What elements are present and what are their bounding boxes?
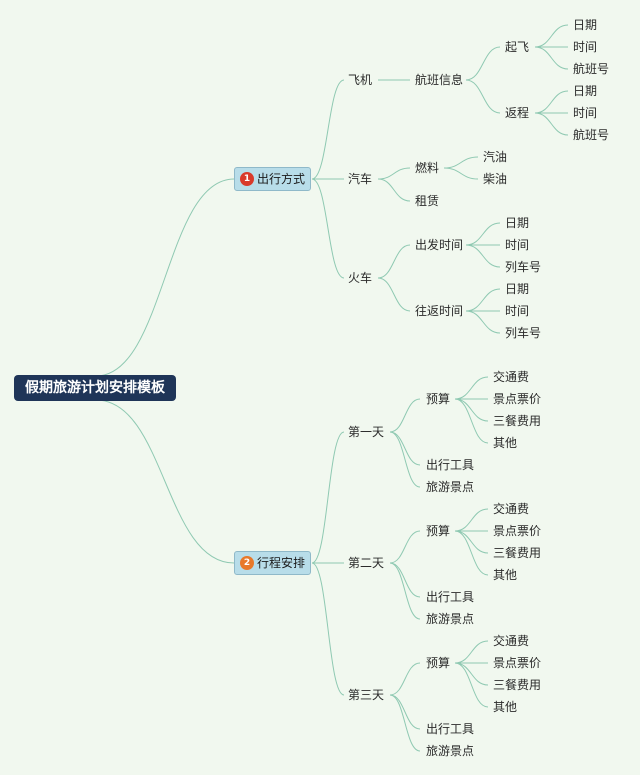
node-level3[interactable]: 航班信息 — [415, 73, 464, 87]
root-label: 假期旅游计划安排模板 — [25, 380, 165, 396]
connector-line — [95, 399, 235, 564]
connector-line — [465, 222, 501, 246]
connector-line — [377, 277, 411, 312]
node-level3[interactable]: 租赁 — [415, 194, 440, 208]
connector-line — [389, 398, 421, 433]
node-leaf[interactable]: 三餐费用 — [493, 546, 542, 560]
connector-line — [454, 530, 489, 554]
connector-line — [389, 562, 421, 620]
connector-line — [389, 530, 421, 564]
node-level3[interactable]: 预算 — [426, 656, 451, 670]
connector-line — [534, 24, 569, 48]
node-leaf[interactable]: 航班号 — [573, 62, 610, 76]
connector-line — [377, 167, 411, 180]
connector-line — [389, 694, 421, 752]
connector-line — [534, 46, 569, 70]
node-level2[interactable]: 第一天 — [348, 425, 385, 439]
number-badge-icon: 2 — [240, 556, 254, 570]
node-level4[interactable]: 返程 — [505, 106, 530, 120]
connector-line — [454, 398, 489, 422]
node-level3[interactable]: 往返时间 — [415, 304, 464, 318]
node-leaf[interactable]: 汽油 — [483, 150, 508, 164]
connector-line — [454, 530, 489, 576]
node-leaf[interactable]: 列车号 — [505, 326, 542, 340]
node-level2[interactable]: 火车 — [348, 271, 373, 285]
node-level3[interactable]: 旅游景点 — [426, 480, 475, 494]
node-level3[interactable]: 旅游景点 — [426, 744, 475, 758]
connector-line — [534, 90, 569, 114]
connector-line — [454, 662, 489, 708]
connector-line — [95, 178, 235, 377]
node-leaf[interactable]: 时间 — [505, 304, 530, 318]
node-leaf[interactable]: 列车号 — [505, 260, 542, 274]
node-leaf[interactable]: 日期 — [573, 18, 598, 32]
connector-line — [465, 79, 501, 114]
node-level2[interactable]: 第二天 — [348, 556, 385, 570]
node-leaf[interactable]: 三餐费用 — [493, 414, 542, 428]
node-leaf[interactable]: 其他 — [493, 436, 518, 450]
node-leaf[interactable]: 三餐费用 — [493, 678, 542, 692]
node-level2[interactable]: 汽车 — [348, 172, 373, 186]
node-leaf[interactable]: 景点票价 — [493, 524, 542, 538]
node-leaf[interactable]: 景点票价 — [493, 656, 542, 670]
node-leaf[interactable]: 航班号 — [573, 128, 610, 142]
node-leaf[interactable]: 交通费 — [493, 502, 530, 516]
node-leaf[interactable]: 柴油 — [483, 172, 508, 186]
node-leaf[interactable]: 日期 — [573, 84, 598, 98]
node-leaf[interactable]: 时间 — [505, 238, 530, 252]
connector-line — [389, 662, 421, 696]
node-leaf[interactable]: 其他 — [493, 568, 518, 582]
node-leaf[interactable]: 日期 — [505, 216, 530, 230]
connector-line — [311, 562, 345, 696]
branch-label: 出行方式 — [257, 172, 306, 186]
root-node[interactable]: 假期旅游计划安排模板 — [14, 375, 176, 401]
node-level2[interactable]: 第三天 — [348, 688, 385, 702]
node-level3[interactable]: 出发时间 — [415, 238, 464, 252]
node-level3[interactable]: 出行工具 — [426, 590, 475, 604]
node-level3[interactable]: 预算 — [426, 392, 451, 406]
node-leaf[interactable]: 时间 — [573, 40, 598, 54]
connector-line — [454, 398, 489, 444]
connector-line — [454, 640, 489, 664]
node-level3[interactable]: 出行工具 — [426, 722, 475, 736]
connector-line — [534, 112, 569, 136]
connector-line — [465, 288, 501, 312]
node-level3[interactable]: 出行工具 — [426, 458, 475, 472]
connector-line — [377, 244, 411, 279]
node-level3[interactable]: 燃料 — [415, 161, 440, 175]
connector-line — [443, 167, 479, 180]
node-leaf[interactable]: 日期 — [505, 282, 530, 296]
connector-line — [465, 310, 501, 334]
node-leaf[interactable]: 其他 — [493, 700, 518, 714]
node-level4[interactable]: 起飞 — [505, 40, 530, 54]
node-level3[interactable]: 预算 — [426, 524, 451, 538]
connector-line — [389, 431, 421, 488]
branch-label: 行程安排 — [257, 556, 306, 570]
connector-line — [454, 662, 489, 686]
connector-line — [311, 79, 345, 180]
node-leaf[interactable]: 交通费 — [493, 370, 530, 384]
connector-line — [377, 178, 411, 202]
connector-line — [443, 156, 479, 169]
connector-line — [465, 46, 501, 81]
node-leaf[interactable]: 时间 — [573, 106, 598, 120]
connector-line — [311, 178, 345, 279]
node-leaf[interactable]: 景点票价 — [493, 392, 542, 406]
number-badge-icon: 1 — [240, 172, 254, 186]
connector-line — [454, 376, 489, 400]
connector-line — [465, 244, 501, 268]
node-level2[interactable]: 飞机 — [348, 73, 373, 87]
connector-line — [454, 508, 489, 532]
node-level3[interactable]: 旅游景点 — [426, 612, 475, 626]
connector-line — [311, 431, 345, 564]
node-leaf[interactable]: 交通费 — [493, 634, 530, 648]
